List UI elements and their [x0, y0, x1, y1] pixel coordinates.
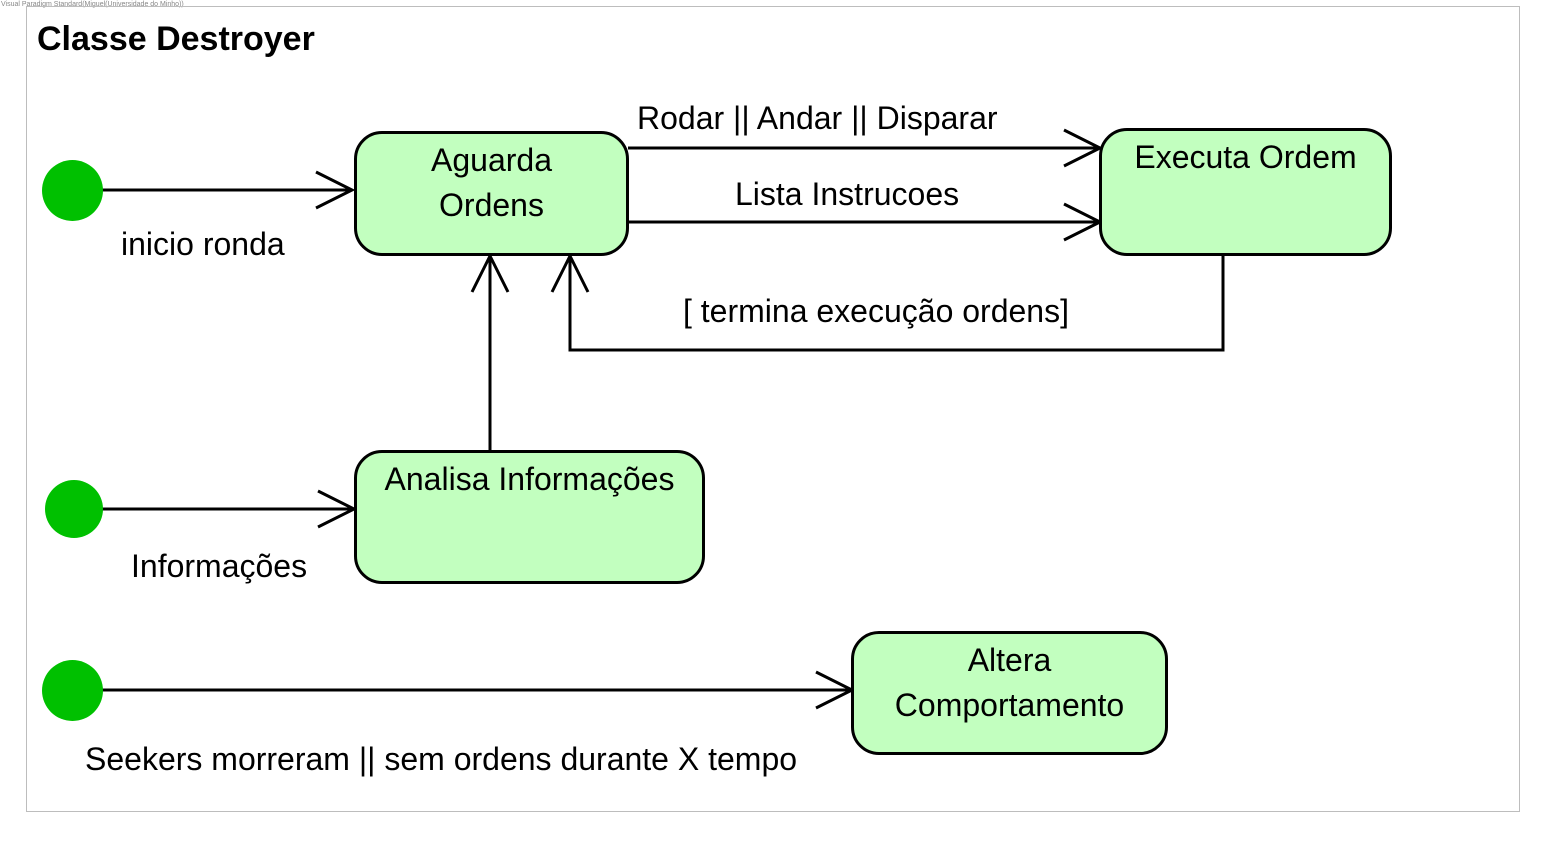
diagram-title: Classe Destroyer [37, 20, 315, 58]
label-rodar-andar-disparar: Rodar || Andar || Disparar [637, 100, 998, 136]
arrowhead-analisa-to-aguarda [470, 252, 510, 293]
arrowhead-inicio-ronda [315, 170, 356, 210]
initial-node-ronda[interactable] [42, 160, 103, 221]
state-altera-comportamento[interactable]: Altera Comportamento [851, 631, 1168, 755]
state-executa-ordem-label: Executa Ordem [1134, 139, 1357, 175]
label-inicio-ronda: inicio ronda [121, 226, 285, 262]
state-aguarda-ordens-line-1: Aguarda [431, 142, 552, 178]
initial-node-seekers[interactable] [42, 660, 103, 721]
arrowhead-termina-execucao [550, 252, 590, 293]
label-lista-instrucoes: Lista Instrucoes [735, 176, 960, 212]
label-seekers-morreram: Seekers morreram || sem ordens durante X… [85, 741, 798, 777]
watermark: Visual Paradigm Standard(Miguel(Universi… [1, 1, 184, 8]
state-aguarda-ordens-line-2: Ordens [439, 187, 544, 223]
label-termina-execucao: [ termina execução ordens] [683, 293, 1069, 329]
state-executa-ordem[interactable]: Executa Ordem [1099, 128, 1392, 256]
state-analisa-informacoes[interactable]: Analisa Informações [354, 450, 705, 584]
edge-termina-execucao [568, 255, 1225, 352]
initial-node-informacoes[interactable] [45, 480, 103, 538]
state-altera-comportamento-line-1: Altera [967, 642, 1052, 678]
state-altera-comportamento-line-2: Comportamento [894, 687, 1125, 723]
label-informacoes: Informações [131, 548, 308, 584]
state-analisa-informacoes-label: Analisa Informações [384, 461, 675, 497]
state-aguarda-ordens[interactable]: Aguarda Ordens [354, 131, 629, 256]
diagram-frame [26, 6, 1520, 812]
